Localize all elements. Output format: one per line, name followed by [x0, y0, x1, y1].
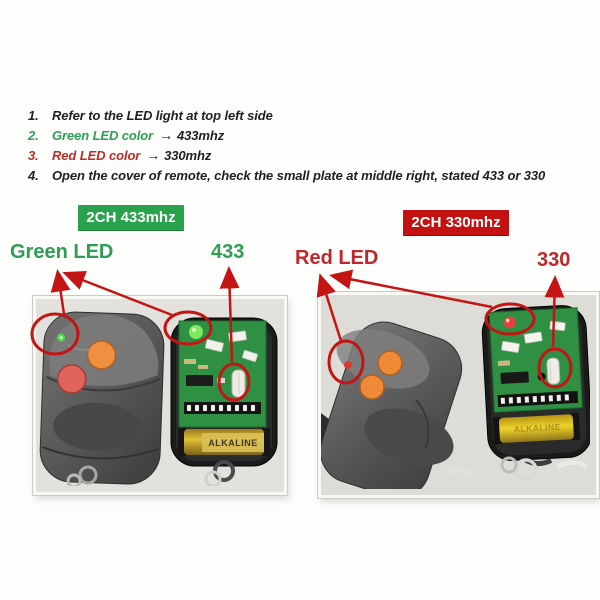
remote-grip	[364, 408, 454, 466]
instruction-text: Refer to the LED light at top left side	[52, 107, 273, 123]
remote-button-orange	[377, 350, 403, 376]
photo-433-remote: ALKALINE	[33, 296, 287, 495]
pcb-ic-chip	[186, 375, 213, 386]
instruction-text-green: Green LED color	[52, 127, 154, 143]
item-number: 1.	[28, 107, 39, 123]
cable	[448, 468, 475, 477]
instruction-item-1: 1. Refer to the LED light at top left si…	[28, 105, 588, 125]
item-number: 4.	[28, 167, 39, 183]
battery-label: ALKALINE	[208, 438, 258, 448]
remote-button-orange	[359, 374, 385, 400]
instruction-frequency: 330mhz	[164, 147, 212, 163]
right-arrow-icon: →	[159, 127, 173, 143]
badge-2ch-433mhz: 2CH 433mhz	[78, 205, 184, 230]
red-led-indicator	[344, 361, 352, 369]
item-number: 2.	[28, 127, 39, 143]
instruction-item-4: 4. Open the cover of remote, check the s…	[28, 165, 588, 185]
remote-button-red	[56, 364, 87, 394]
pcb-connector	[241, 349, 259, 363]
item-number: 3.	[28, 147, 39, 163]
opened-remote-433: ALKALINE	[170, 317, 278, 486]
pcb-connector	[549, 320, 566, 332]
remote-button-orange	[86, 340, 117, 370]
label-330: 330	[537, 249, 571, 271]
instruction-item-2: 2. Green LED color → 433mhz	[28, 125, 588, 145]
label-433: 433	[211, 241, 245, 263]
battery: ALKALINE	[178, 428, 270, 456]
remote-grip	[53, 402, 142, 451]
photo-330-illustration: ALKALINE	[321, 305, 590, 489]
instruction-text-red: Red LED color	[52, 147, 141, 163]
pcb-green-led	[189, 325, 203, 339]
cable	[555, 460, 589, 470]
closed-remote-330	[321, 321, 463, 489]
opened-remote-330: ALKALINE	[481, 305, 590, 467]
keychain	[66, 465, 98, 486]
photo-433-illustration: ALKALINE	[39, 311, 278, 486]
pcb-connector	[228, 330, 247, 343]
instruction-text: Open the cover of remote, check the smal…	[52, 167, 546, 183]
photo-330-remote: ALKALINE	[318, 292, 599, 498]
pcb-connector	[501, 340, 520, 353]
keychain-ring	[204, 470, 222, 486]
battery: ALKALINE	[492, 412, 581, 445]
right-arrow-icon: →	[146, 147, 161, 163]
keychain-rings	[448, 456, 589, 482]
battery-label: ALKALINE	[514, 422, 561, 434]
closed-remote-433	[39, 311, 165, 485]
label-red-led: Red LED	[295, 247, 379, 269]
instruction-frequency: 433mhz	[177, 127, 225, 143]
label-green-led: Green LED	[10, 241, 114, 263]
pcb-ic-chip	[500, 371, 529, 384]
crystal-oscillator-330	[546, 357, 561, 385]
badge-2ch-330mhz: 2CH 330mhz	[403, 210, 509, 235]
instruction-list: 1. Refer to the LED light at top left si…	[28, 105, 588, 185]
instruction-item-3: 3. Red LED color → 330mhz	[28, 145, 588, 165]
